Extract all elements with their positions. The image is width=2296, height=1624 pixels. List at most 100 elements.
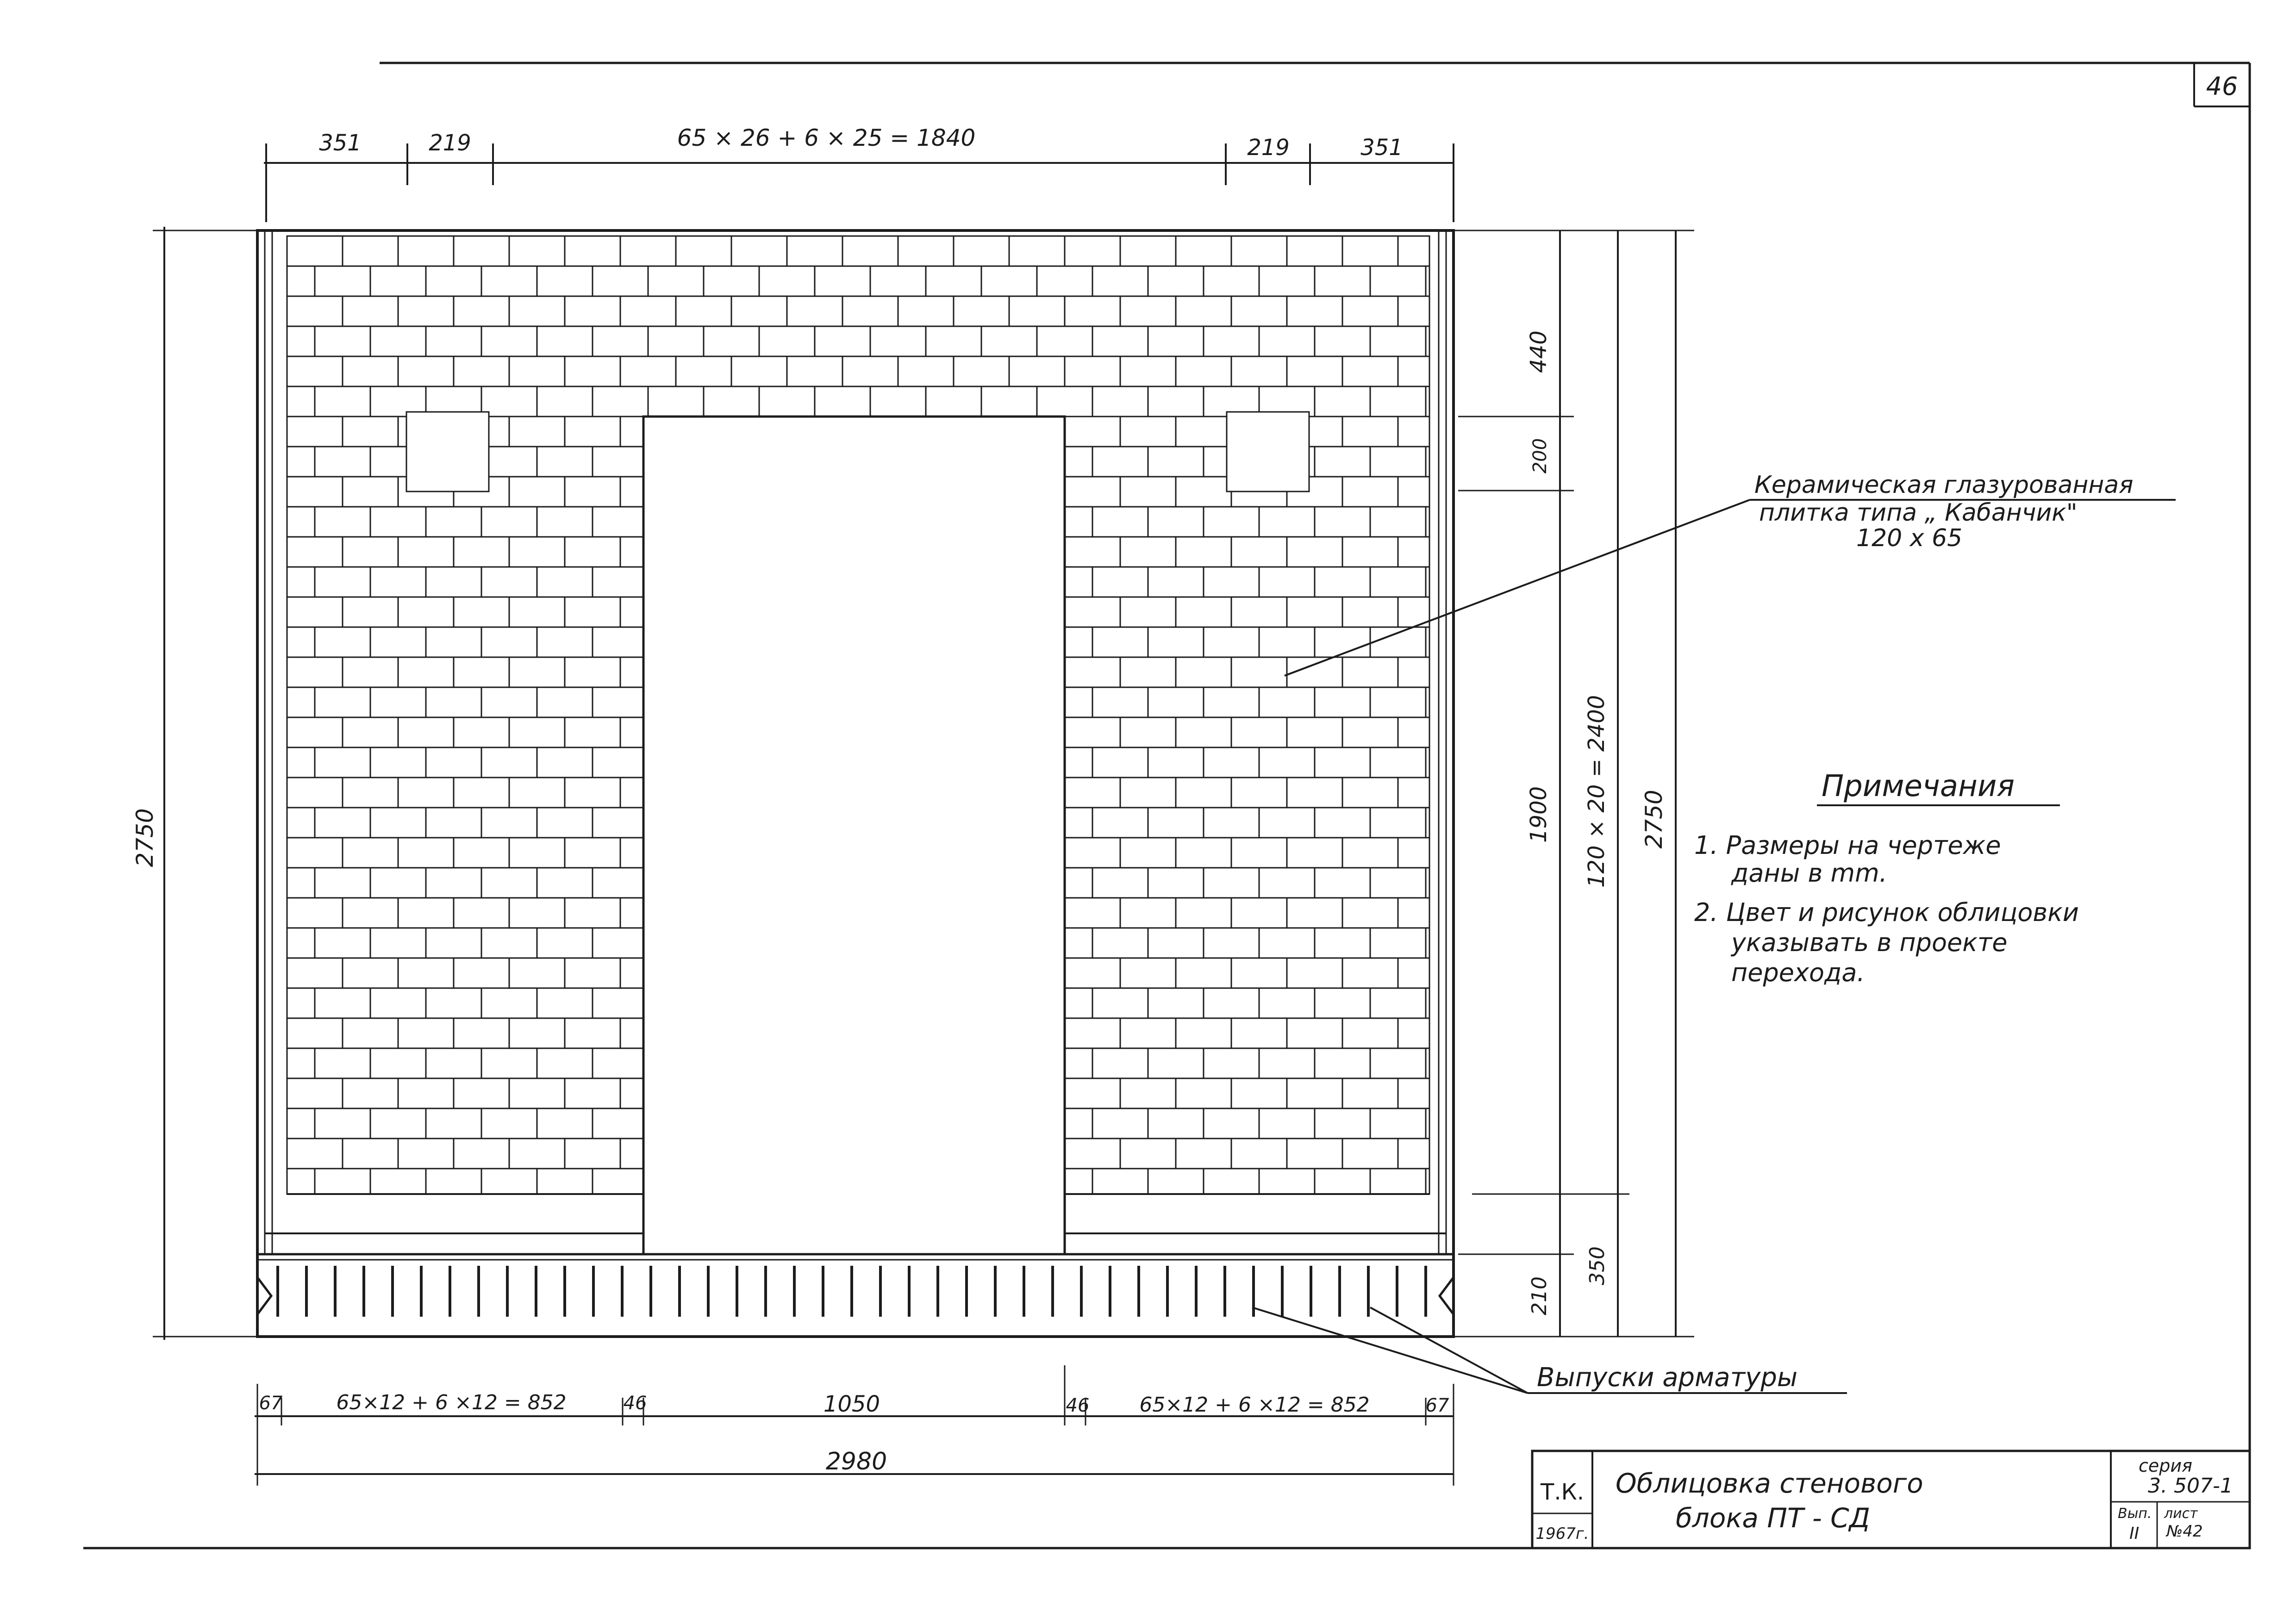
glazed-tile <box>1119 355 1177 387</box>
glazed-tile <box>453 1017 510 1049</box>
glazed-tile <box>619 777 644 809</box>
glazed-tile <box>1314 927 1371 959</box>
glazed-tile <box>897 355 955 387</box>
glazed-tile <box>397 1077 455 1109</box>
glazed-tile <box>814 386 871 417</box>
glazed-tile <box>1147 1047 1204 1079</box>
glazed-tile <box>536 566 593 598</box>
glazed-tile <box>1369 987 1427 1019</box>
glazed-tile <box>369 506 427 538</box>
glazed-tile <box>286 837 343 869</box>
glazed-tile <box>1203 1047 1260 1079</box>
glazed-tile <box>425 566 482 598</box>
glazed-tile <box>619 416 644 448</box>
glazed-tile <box>1175 1077 1232 1109</box>
glazed-tile <box>703 265 760 297</box>
glazed-tile <box>1064 1047 1093 1079</box>
glazed-tile <box>397 777 455 809</box>
wall-panel <box>256 229 1455 1338</box>
glazed-tile <box>1064 1017 1121 1049</box>
dimensions-bottom: 67 65×12 + 6 ×12 = 852 46 1050 46 65×12 … <box>255 1365 1454 1486</box>
glazed-tile <box>1119 837 1177 869</box>
tile-callout: Керамическая глазурованная плитка типа „… <box>1284 471 2176 677</box>
glazed-tile <box>369 807 427 839</box>
glazed-tile <box>536 265 593 297</box>
glazed-tile <box>369 987 427 1019</box>
glazed-tile <box>703 325 760 357</box>
glazed-tile <box>1258 566 1316 598</box>
glazed-tile <box>508 897 566 929</box>
glazed-tile <box>675 295 732 327</box>
dimensions-right: 440 200 1900 210 120 × 20 = 2400 350 275… <box>1454 230 1694 1338</box>
glazed-tile <box>1425 1047 1430 1079</box>
glazed-tile <box>675 355 732 387</box>
glazed-tile <box>1258 265 1316 297</box>
glazed-tile <box>1147 807 1204 839</box>
glazed-tile <box>1314 807 1371 839</box>
glazed-tile <box>1119 1138 1177 1170</box>
glazed-tile <box>286 1047 316 1079</box>
glazed-tile <box>1369 1047 1427 1079</box>
glazed-tile <box>1341 1077 1399 1109</box>
glazed-tile <box>342 957 399 989</box>
glazed-tile <box>842 235 899 267</box>
glazed-tile <box>758 265 816 297</box>
glazed-tile <box>1119 295 1177 327</box>
glazed-tile <box>1175 355 1232 387</box>
glazed-tile <box>342 596 399 628</box>
dim-left-height: 2750 <box>131 808 158 867</box>
glazed-tile <box>397 716 455 748</box>
glazed-tile <box>1397 355 1430 387</box>
glazed-tile <box>314 987 371 1019</box>
glazed-tile <box>342 1017 399 1049</box>
glazed-tile <box>619 596 644 628</box>
glazed-tile <box>536 506 593 538</box>
glazed-tile <box>1175 957 1232 989</box>
glazed-tile <box>786 295 843 327</box>
glazed-tile <box>1341 295 1399 327</box>
glazed-tile <box>314 807 371 839</box>
glazed-tile <box>536 807 593 839</box>
glazed-tile <box>480 686 538 718</box>
glazed-tile <box>1092 747 1149 778</box>
glazed-tile <box>619 1138 644 1170</box>
glazed-tile <box>564 716 621 748</box>
glazed-tile <box>286 1017 343 1049</box>
glazed-tile <box>369 927 427 959</box>
glazed-tile <box>619 1077 644 1109</box>
panel-outline <box>256 229 1455 1338</box>
glazed-tile <box>1286 596 1343 628</box>
glazed-tile <box>1369 566 1427 598</box>
glazed-tile <box>592 927 644 959</box>
dim-bottom-total: 2980 <box>826 1448 887 1475</box>
rebar-outlets <box>276 1266 1427 1317</box>
glazed-tile <box>1314 1108 1371 1139</box>
dim-bottom-g: 67 <box>1426 1395 1449 1416</box>
glazed-tile <box>286 747 316 778</box>
glazed-tile <box>1147 325 1204 357</box>
note-2-line1: 2. Цвет и рисунок облицовки <box>1694 898 2079 927</box>
glazed-tile <box>592 626 644 658</box>
glazed-tile <box>453 1138 510 1170</box>
glazed-tile <box>397 596 455 628</box>
glazed-tile <box>1341 416 1399 448</box>
dim-bottom-e: 46 <box>1066 1395 1090 1416</box>
glazed-tile <box>369 566 427 598</box>
glazed-tile <box>425 1168 482 1195</box>
glazed-tile <box>286 897 343 929</box>
glazed-tile <box>508 355 566 387</box>
glazed-tile <box>342 656 399 688</box>
rebar-callout: Выпуски арматуры <box>1252 1307 1847 1394</box>
glazed-tile <box>286 265 316 297</box>
glazed-tile <box>314 686 371 718</box>
glazed-tile <box>286 1108 316 1139</box>
window-opening-right <box>1226 411 1310 492</box>
glazed-tile <box>480 626 538 658</box>
glazed-tile <box>786 235 843 267</box>
glazed-tile <box>564 656 621 688</box>
glazed-tile <box>564 1138 621 1170</box>
glazed-tile <box>508 777 566 809</box>
glazed-tile <box>1397 957 1430 989</box>
glazed-tile <box>314 927 371 959</box>
